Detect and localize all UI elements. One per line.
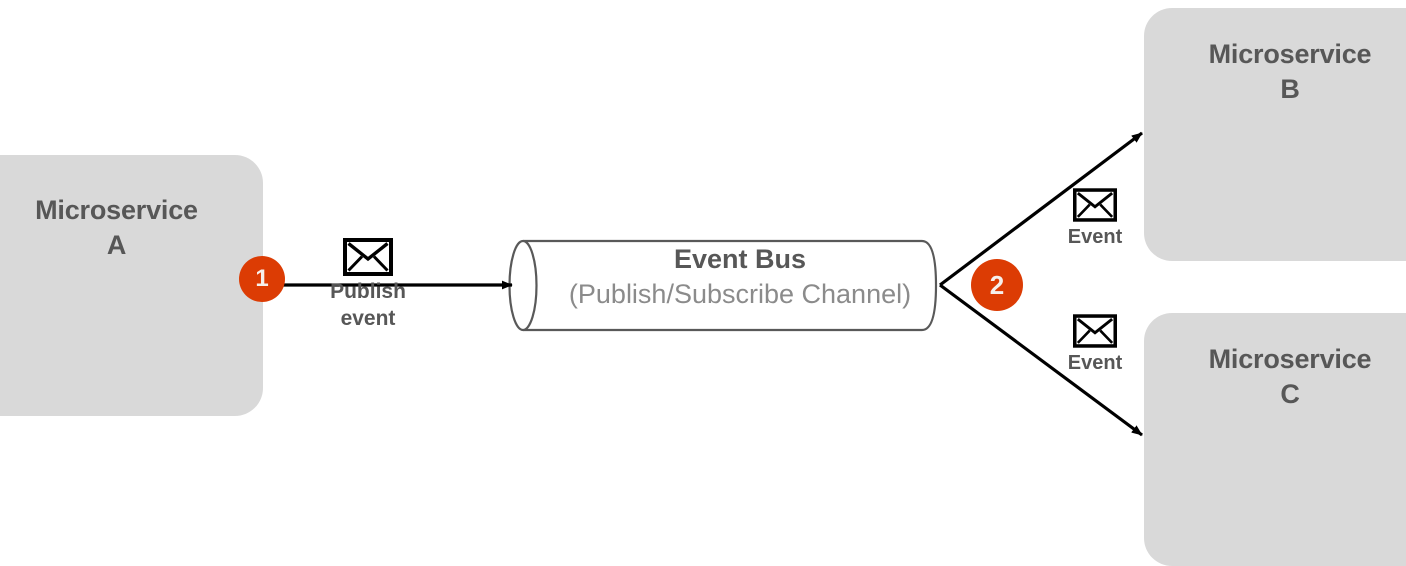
step-badge-2-number: 2 — [989, 270, 1005, 300]
node-event-bus[interactable]: Event Bus (Publish/Subscribe Channel) — [508, 233, 942, 338]
step-badge-2[interactable]: 2 — [971, 259, 1023, 311]
node-microservice-b-label: Microservice B — [1208, 39, 1372, 104]
event-b-caption: Event — [1067, 226, 1123, 248]
node-microservice-c[interactable]: Microservice C — [1144, 313, 1406, 566]
node-microservice-a-label: Microservice A — [35, 195, 198, 260]
envelope-icon — [343, 238, 393, 276]
cylinder-shape — [508, 239, 938, 332]
step-badge-1-number: 1 — [255, 265, 269, 292]
node-microservice-b[interactable]: Microservice B — [1144, 8, 1406, 261]
publish-event-label-group: Publish event — [293, 238, 443, 333]
publish-event-caption: Publish event — [330, 280, 406, 331]
node-microservice-c-label: Microservice C — [1208, 344, 1372, 409]
envelope-icon — [1073, 188, 1117, 222]
event-c-label-group: Event — [1047, 314, 1143, 376]
event-c-caption: Event — [1067, 352, 1123, 374]
envelope-icon — [1073, 314, 1117, 348]
event-b-label-group: Event — [1047, 188, 1143, 250]
node-microservice-a[interactable]: Microservice A — [0, 155, 263, 416]
step-badge-1[interactable]: 1 — [239, 256, 285, 302]
